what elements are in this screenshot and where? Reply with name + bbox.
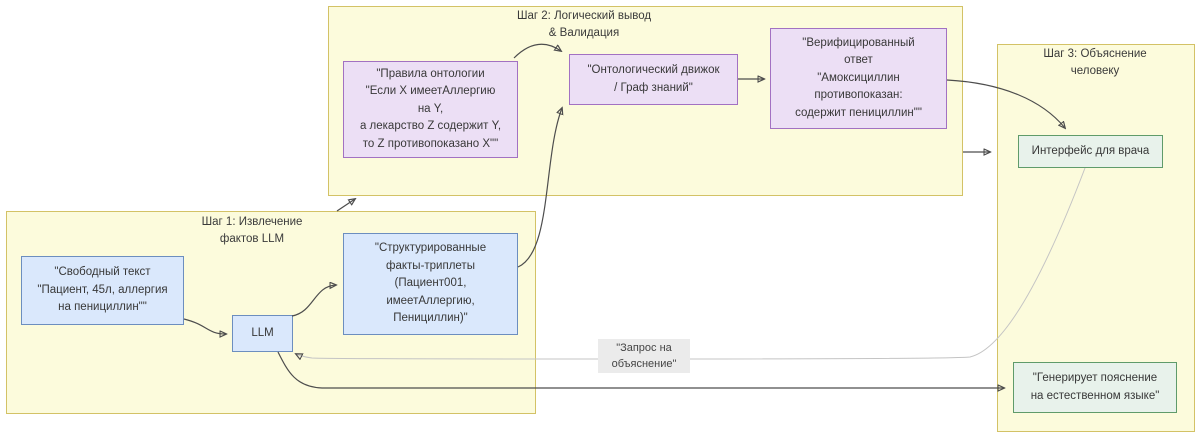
node-structured-facts[interactable]: "Структурированные факты-триплеты (Пацие… bbox=[343, 233, 518, 335]
node-llm[interactable]: LLM bbox=[232, 315, 293, 352]
node-doctor-interface[interactable]: Интерфейс для врача bbox=[1018, 135, 1163, 168]
node-ontology-engine[interactable]: "Онтологический движок / Граф знаний" bbox=[569, 54, 738, 105]
edge-step1-to-step2 bbox=[336, 199, 355, 212]
step2-title: Шаг 2: Логический вывод & Валидация bbox=[516, 10, 652, 39]
step1-title: Шаг 1: Извлечение фактов LLM bbox=[201, 216, 303, 245]
node-ontology-rules[interactable]: "Правила онтологии "Если X имеетАллергию… bbox=[343, 61, 518, 158]
node-generate-explanation[interactable]: "Генерирует пояснение на естественном яз… bbox=[1013, 362, 1177, 413]
node-verified-answer[interactable]: "Верифицированный ответ "Амоксициллин пр… bbox=[770, 28, 947, 129]
edge-label-explain-request: "Запрос на объяснение" bbox=[598, 339, 690, 373]
node-free-text[interactable]: "Свободный текст "Пациент, 45л, аллергия… bbox=[21, 256, 184, 325]
step3-title: Шаг 3: Объяснение человеку bbox=[1043, 48, 1147, 77]
